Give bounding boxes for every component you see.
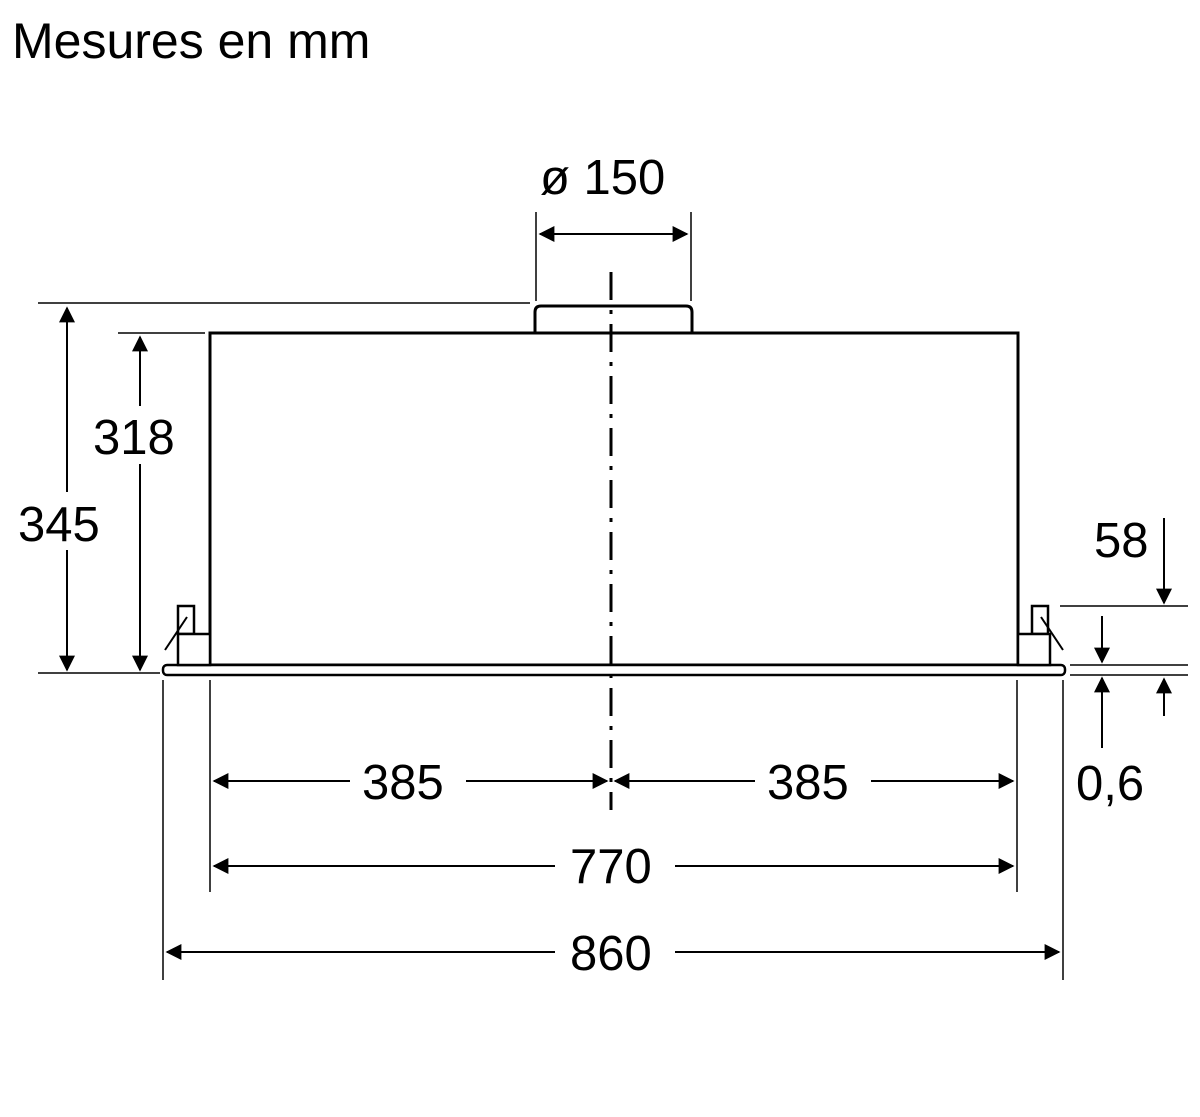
height-dimensions: 345 318	[15, 302, 530, 674]
clip-offset-label: 58	[1094, 514, 1149, 568]
page-title: Mesures en mm	[12, 13, 370, 69]
duct-diameter-label: ø 150	[540, 151, 665, 205]
plate-thickness-label: 0,6	[1076, 757, 1144, 811]
body-width-label: 770	[570, 840, 652, 894]
hood-outline	[161, 272, 1067, 810]
width-dimensions: 385 385 770 860	[162, 680, 1064, 981]
total-height-label: 345	[18, 498, 100, 552]
left-mounting-clip	[164, 604, 212, 667]
hood-body	[208, 331, 1020, 667]
body-height-label: 318	[93, 411, 175, 465]
overall-width-label: 860	[570, 927, 652, 981]
right-detail-dimensions: 58 0,6	[1060, 514, 1188, 811]
duct-diameter-dimension: ø 150	[535, 151, 692, 301]
right-mounting-clip	[1016, 604, 1064, 667]
bottom-plate	[161, 663, 1067, 677]
left-half-width-label: 385	[362, 756, 444, 810]
duct-collar	[533, 304, 694, 335]
right-half-width-label: 385	[767, 756, 849, 810]
